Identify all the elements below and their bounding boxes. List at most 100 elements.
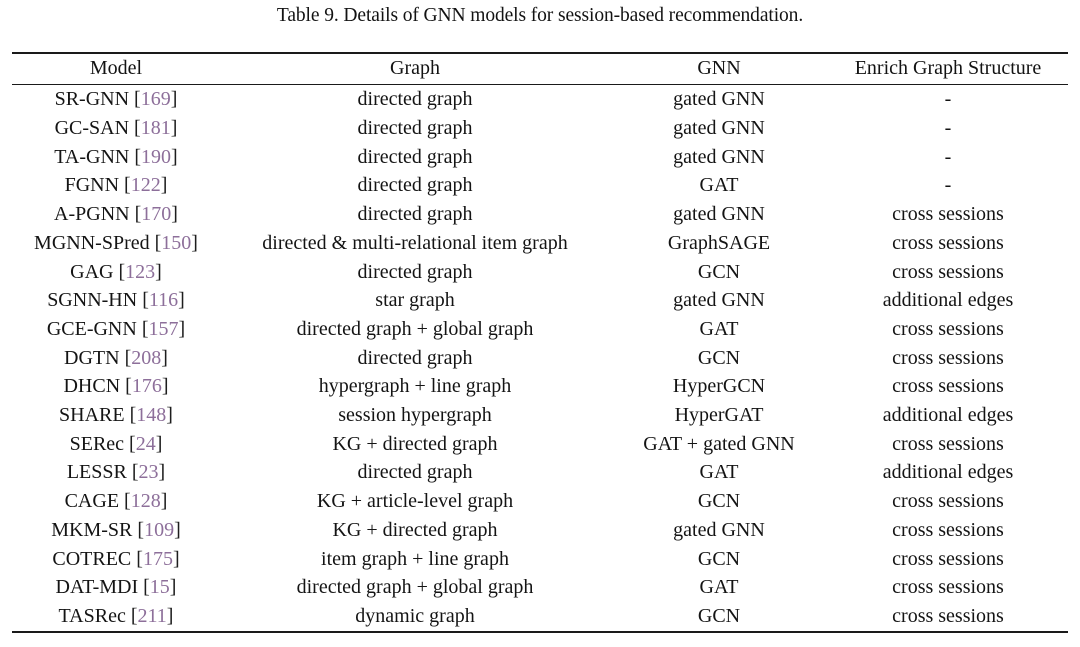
citation-close-bracket: ] — [170, 116, 178, 139]
citation-number[interactable]: 123 — [125, 260, 156, 283]
cell-model: COTREC [175] — [12, 545, 220, 574]
citation-reference[interactable]: [15] — [143, 576, 176, 598]
citation-number[interactable]: 176 — [131, 375, 162, 398]
cell-model: DGTN [208] — [12, 344, 220, 373]
citation-reference[interactable]: [176] — [125, 375, 168, 397]
cell-graph: directed graph — [357, 203, 473, 226]
cell-graph: directed graph — [357, 116, 473, 139]
citation-number[interactable]: 175 — [142, 547, 173, 570]
cell-gnn: GCN — [697, 547, 741, 570]
citation-close-bracket: ] — [166, 404, 173, 427]
citation-reference[interactable]: [181] — [134, 117, 177, 139]
citation-number[interactable]: 190 — [141, 145, 172, 168]
citation-number[interactable]: 122 — [130, 174, 161, 197]
citation-reference[interactable]: [23] — [132, 461, 165, 483]
cell-gnn: GAT — [699, 576, 739, 599]
citation-number[interactable]: 169 — [140, 88, 171, 111]
citation-number[interactable]: 181 — [140, 116, 171, 139]
citation-number[interactable]: 24 — [135, 432, 156, 455]
cell-enrich: cross sessions — [892, 231, 1004, 254]
citation-number[interactable]: 150 — [161, 231, 192, 254]
cell-graph: item graph + line graph — [321, 547, 509, 570]
citation-reference[interactable]: [211] — [131, 605, 174, 627]
citation-reference[interactable]: [123] — [119, 261, 162, 283]
citation-open-bracket: [ — [134, 203, 142, 226]
citation-close-bracket: ] — [171, 203, 178, 226]
citation-reference[interactable]: [148] — [130, 404, 173, 426]
citation-number[interactable]: 170 — [141, 203, 172, 226]
citation-close-bracket: ] — [161, 375, 169, 398]
cell-graph: KG + directed graph — [332, 518, 498, 541]
cell-enrich: cross sessions — [892, 576, 1004, 599]
citation-reference[interactable]: [116] — [142, 289, 185, 311]
table-header: Model Graph GNN Enrich Graph Structure — [12, 54, 1068, 84]
cell-enrich: additional edges — [882, 461, 1014, 484]
cell-gnn: gated GNN — [673, 88, 765, 111]
column-header-gnn: GNN — [697, 57, 741, 80]
citation-reference[interactable]: [24] — [129, 433, 162, 455]
citation-reference[interactable]: [175] — [136, 548, 179, 570]
citation-reference[interactable]: [157] — [142, 318, 185, 340]
cell-graph: star graph — [375, 289, 455, 312]
cell-gnn: GAT — [699, 317, 739, 340]
cell-gnn: gated GNN — [673, 518, 765, 541]
citation-reference[interactable]: [169] — [134, 88, 177, 110]
cell-graph: directed graph + global graph — [296, 576, 534, 599]
gnn-models-table: Model Graph GNN Enrich Graph Structure — [12, 54, 1068, 84]
table-rule-mid — [12, 83, 1068, 86]
cell-model: DHCN [176] — [12, 372, 220, 401]
cell-graph: KG + article-level graph — [316, 490, 514, 513]
citation-reference[interactable]: [208] — [125, 347, 168, 369]
cell-enrich: - — [944, 88, 952, 111]
model-name: LESSR — [66, 461, 127, 484]
citation-close-bracket: ] — [160, 490, 168, 513]
citation-reference[interactable]: [170] — [135, 203, 178, 225]
cell-graph: directed graph + global graph — [296, 317, 534, 340]
cell-model: SHARE [148] — [12, 401, 220, 430]
citation-reference[interactable]: [128] — [124, 490, 167, 512]
citation-number[interactable]: 148 — [136, 404, 167, 427]
cell-enrich: cross sessions — [892, 346, 1004, 369]
cell-gnn: HyperGCN — [672, 375, 766, 398]
cell-graph: directed graph — [357, 346, 473, 369]
citation-reference[interactable]: [190] — [134, 146, 177, 168]
cell-enrich: cross sessions — [892, 432, 1004, 455]
citation-open-bracket: [ — [124, 174, 131, 197]
cell-graph: directed graph — [357, 461, 473, 484]
cell-gnn: GCN — [697, 490, 741, 513]
cell-model: GAG [123] — [12, 258, 220, 287]
citation-reference[interactable]: [122] — [124, 174, 167, 196]
model-name: DHCN — [63, 375, 121, 398]
citation-number[interactable]: 157 — [148, 317, 179, 340]
citation-open-bracket: [ — [143, 576, 150, 599]
cell-model: A-PGNN [170] — [12, 200, 220, 229]
citation-close-bracket: ] — [155, 432, 163, 455]
citation-reference[interactable]: [109] — [137, 519, 180, 541]
cell-enrich: - — [944, 145, 952, 168]
model-name: GCE-GNN — [46, 317, 137, 340]
citation-number[interactable]: 23 — [138, 461, 159, 484]
cell-model: SGNN-HN [116] — [12, 286, 220, 315]
citation-close-bracket: ] — [160, 174, 168, 197]
citation-number[interactable]: 116 — [148, 289, 179, 312]
cell-model: SR-GNN [169] — [12, 85, 220, 114]
cell-gnn: HyperGAT — [674, 404, 764, 427]
model-name: COTREC — [52, 547, 132, 570]
model-name: TA-GNN — [54, 145, 130, 168]
citation-number[interactable]: 128 — [130, 490, 161, 513]
cell-model: GC-SAN [181] — [12, 114, 220, 143]
citation-number[interactable]: 15 — [149, 576, 170, 599]
citation-number[interactable]: 211 — [137, 604, 167, 627]
citation-number[interactable]: 109 — [144, 518, 175, 541]
citation-number[interactable]: 208 — [131, 346, 162, 369]
cell-graph: dynamic graph — [355, 604, 475, 627]
citation-reference[interactable]: [150] — [155, 232, 198, 254]
cell-model: TA-GNN [190] — [12, 143, 220, 172]
cell-enrich: additional edges — [882, 289, 1014, 312]
